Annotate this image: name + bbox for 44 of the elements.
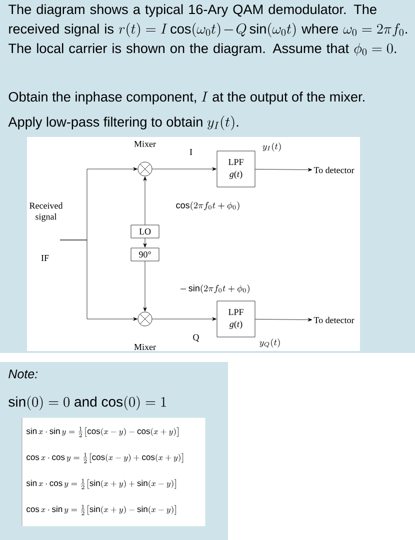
- arrow: [152, 317, 216, 321]
- paragraph: Apply low-pass filtering to obtain $y_I(t)$ .: [8, 116, 238, 130]
- text-label: Mixer: [134, 344, 156, 350]
- mixer-symbol: [138, 312, 152, 326]
- heading: Note:: [8, 370, 38, 378]
- paragraph: Obtain the inphase component, $I$ at the output of the mixer.: [8, 92, 364, 104]
- arrow: [143, 176, 147, 225]
- formula: $\sin x\cdot\cos y=\tfrac{1}{2}\bigl[\sin(x+y)+\sin(x-y)\bigr]$: [26, 478, 176, 490]
- arrow: [60, 240, 138, 321]
- text-label: IF: [41, 255, 49, 261]
- text-label: Mixer: [134, 140, 156, 148]
- label: The local carrier is shown on the diagram. Assume that: [8, 43, 349, 56]
- label: $\omega_0 = 2\pi f_0$: [343, 23, 404, 36]
- formula: $\cos x\cdot\cos y=\tfrac{1}{2}\bigl[\cos(x-y)+\cos(x+y)\bigr]$: [26, 452, 184, 464]
- process-box: 90°: [130, 248, 160, 262]
- edge-label: $-\sin(2\pi f_0 t+\phi_0)$: [180, 284, 250, 294]
- text-label: $y_I(t)$: [262, 142, 281, 152]
- paragraph: The diagram shows a typical 16-Ary QAM demodulator. The received signal is $r(t) = I\cos(\omega_0 t) - Q\sin(\omega_0 t)$ where $\omega_0 = 2\pi f_0$. The local carrier is shown on the diagram. Assume that $\phi_0 = 0$.: [8, 4, 407, 56]
- arrow: [255, 318, 312, 322]
- formula: $\sin x\cdot\sin y=\tfrac{1}{2}\bigl[\cos(x-y)-\cos(x+y)\bigr]$: [26, 426, 178, 438]
- label: received signal is: [9, 24, 114, 36]
- process-box: LO: [130, 224, 160, 238]
- label: .: [394, 52, 396, 54]
- label: $r(t) = I\cos(\omega_0 t) - Q\sin(\omega_0 t)$: [118, 22, 296, 38]
- label: where: [302, 24, 338, 34]
- mixer-symbol: [138, 162, 152, 176]
- formula: $\cos x\cdot\sin y=\tfrac{1}{2}\bigl[\sin(x+y)-\sin(x-y)\bigr]$: [26, 504, 176, 516]
- edge-label: Q: [193, 334, 200, 342]
- formula-line: $\sin(0) = 0$ and $\cos(0) = 1$: [8, 396, 166, 410]
- text-label: I: [190, 149, 192, 155]
- label: $\phi_0 = 0$: [354, 43, 393, 56]
- arrow: [143, 238, 147, 248]
- edge-label: $\cos(2\pi f_0 t+\phi_0)$: [176, 202, 240, 210]
- arrow: [143, 261, 147, 312]
- arrow: [255, 168, 312, 172]
- filter-box: LPF g(t): [216, 300, 256, 338]
- text-label: Received signal: [30, 202, 63, 222]
- label: .: [406, 32, 407, 34]
- text-label: To detector: [314, 316, 354, 324]
- text-label: To detector: [314, 166, 354, 174]
- edge-label: $y_Q(t)$: [260, 338, 280, 348]
- filter-box: LPF g(t): [216, 150, 256, 188]
- arrow: [152, 167, 216, 171]
- label: The diagram shows a typical 16-Ary QAM demodulator. The: [8, 4, 376, 17]
